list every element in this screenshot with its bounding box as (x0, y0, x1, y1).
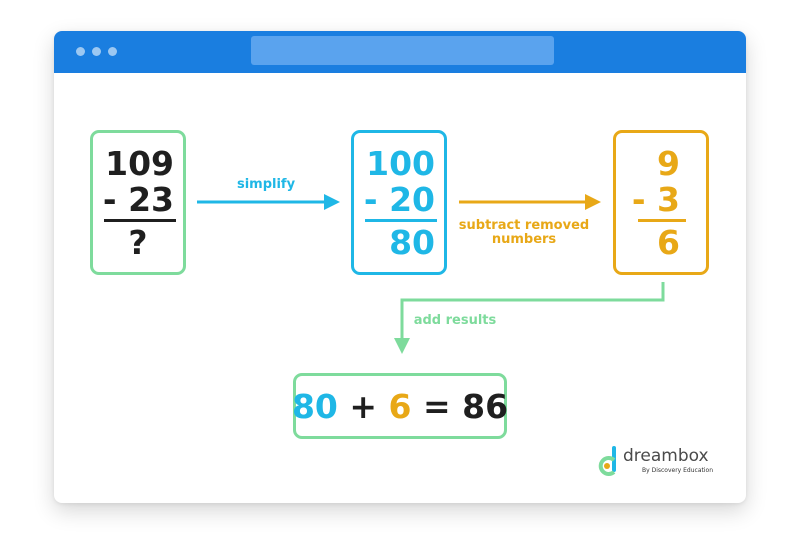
final-sum: 86 (462, 386, 509, 426)
add-results-arrow-icon (394, 282, 665, 354)
plus-sign: + (337, 386, 389, 426)
address-bar[interactable] (251, 36, 554, 65)
logo-wordmark: dreambox (623, 446, 709, 466)
title-bar (54, 31, 746, 73)
add-results-label: add results (413, 313, 497, 328)
original-problem-card: 109 - 23 ? (90, 130, 186, 275)
sum-line (365, 219, 437, 222)
logo-tagline: By Discovery Education (642, 467, 713, 474)
window-dot-icon (92, 47, 101, 56)
result-second: 6 (388, 386, 412, 426)
equation: 80 + 6 = 86 (292, 376, 508, 436)
subtract-arrow-icon (459, 194, 601, 210)
sum-line (104, 219, 176, 222)
minuend: 100 (366, 144, 435, 183)
subtrahend: - 3 (631, 180, 680, 219)
removed-numbers-card: 9 - 3 6 (613, 130, 709, 275)
difference: 80 (389, 223, 435, 262)
simplified-problem-card: 100 - 20 80 (351, 130, 447, 275)
simplify-label: simplify (236, 177, 296, 192)
simplify-arrow-icon (197, 194, 340, 210)
final-equation-card: 80 + 6 = 86 (292, 373, 508, 439)
window-dot-icon (76, 47, 85, 56)
equals-sign: = (411, 386, 463, 426)
sum-line (638, 219, 686, 222)
window-dot-icon (108, 47, 117, 56)
minuend: 9 (657, 144, 680, 183)
dreambox-logo-icon (598, 446, 616, 476)
minuend: 109 (105, 144, 174, 183)
dreambox-logo: dreambox By Discovery Education (596, 442, 736, 482)
unknown-result: ? (128, 223, 148, 262)
result-first: 80 (291, 386, 338, 426)
subtrahend: - 23 (102, 180, 174, 219)
subtrahend: - 20 (363, 180, 435, 219)
difference: 6 (657, 223, 680, 262)
subtract-label: subtract removed numbers (458, 218, 590, 248)
